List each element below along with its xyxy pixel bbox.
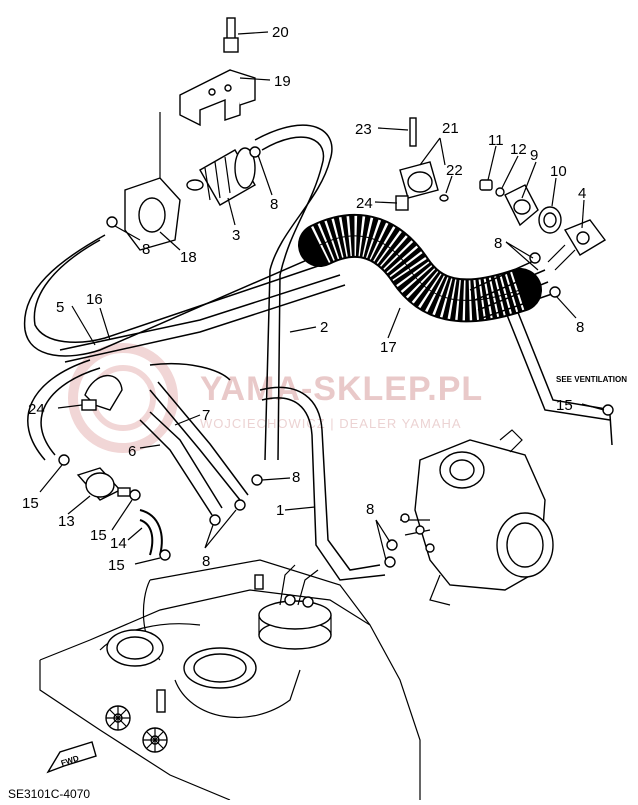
callout-8: 8 — [142, 241, 150, 258]
callout-16: 16 — [86, 291, 103, 308]
callout-9: 9 — [530, 147, 538, 164]
check-valve-13 — [76, 467, 131, 501]
corrugated-hose — [298, 214, 553, 323]
callout-6: 6 — [128, 443, 136, 460]
carburetor — [400, 429, 554, 606]
filter-3 — [186, 147, 256, 206]
callout-5: 5 — [56, 299, 64, 316]
leader-lines — [39, 31, 605, 565]
watermark-subtitle: WOJCIECHOWICZ | DEALER YAMAHA — [200, 416, 462, 431]
callout-8: 8 — [202, 553, 210, 570]
callout-24: 24 — [28, 401, 45, 418]
valve-assembly — [479, 179, 607, 271]
callout-22: 22 — [446, 162, 463, 179]
callout-12: 12 — [510, 141, 527, 158]
fwd-arrow: FWD — [46, 741, 97, 774]
holder-18 — [124, 177, 181, 251]
callout-19: 19 — [274, 73, 291, 90]
callout-numbers: 20 19 8 3 18 8 5 16 2 23 21 22 24 11 12 … — [22, 24, 586, 574]
callout-4: 4 — [578, 185, 586, 202]
callout-7: 7 — [202, 407, 210, 424]
callout-8: 8 — [292, 469, 300, 486]
callout-15: 15 — [22, 495, 39, 512]
callout-15: 15 — [90, 527, 107, 544]
callout-1: 1 — [276, 502, 284, 519]
callout-3: 3 — [232, 227, 240, 244]
callout-11: 11 — [488, 132, 504, 149]
callout-17: 17 — [380, 339, 397, 356]
callout-18: 18 — [180, 249, 197, 266]
callout-15: 15 — [556, 397, 573, 414]
hose-bundle — [23, 124, 613, 581]
callout-2: 2 — [320, 319, 328, 336]
callout-8: 8 — [366, 501, 374, 518]
callout-21: 21 — [442, 120, 459, 137]
callout-20: 20 — [272, 24, 289, 41]
watermark: YAMA-SKLEP.PL WOJCIECHOWICZ | DEALER YAM… — [68, 343, 483, 453]
drawing-code: SE3101C-4070 — [8, 787, 90, 800]
callout-8: 8 — [270, 196, 278, 213]
callout-13: 13 — [58, 513, 75, 530]
clip-assembly-21 — [395, 117, 449, 211]
watermark-brand: YAMA-SKLEP.PL — [200, 370, 483, 408]
callout-8: 8 — [494, 235, 502, 252]
callout-23: 23 — [355, 121, 372, 138]
ventilation-note: SEE VENTILATION — [556, 375, 627, 384]
bracket-19 — [159, 17, 256, 190]
fuel-tank — [39, 559, 421, 801]
hose-clamps — [58, 146, 614, 590]
callout-24: 24 — [356, 195, 373, 212]
callout-14: 14 — [110, 535, 127, 552]
callout-8: 8 — [576, 319, 584, 336]
callout-15: 15 — [108, 557, 125, 574]
callout-10: 10 — [550, 163, 567, 180]
